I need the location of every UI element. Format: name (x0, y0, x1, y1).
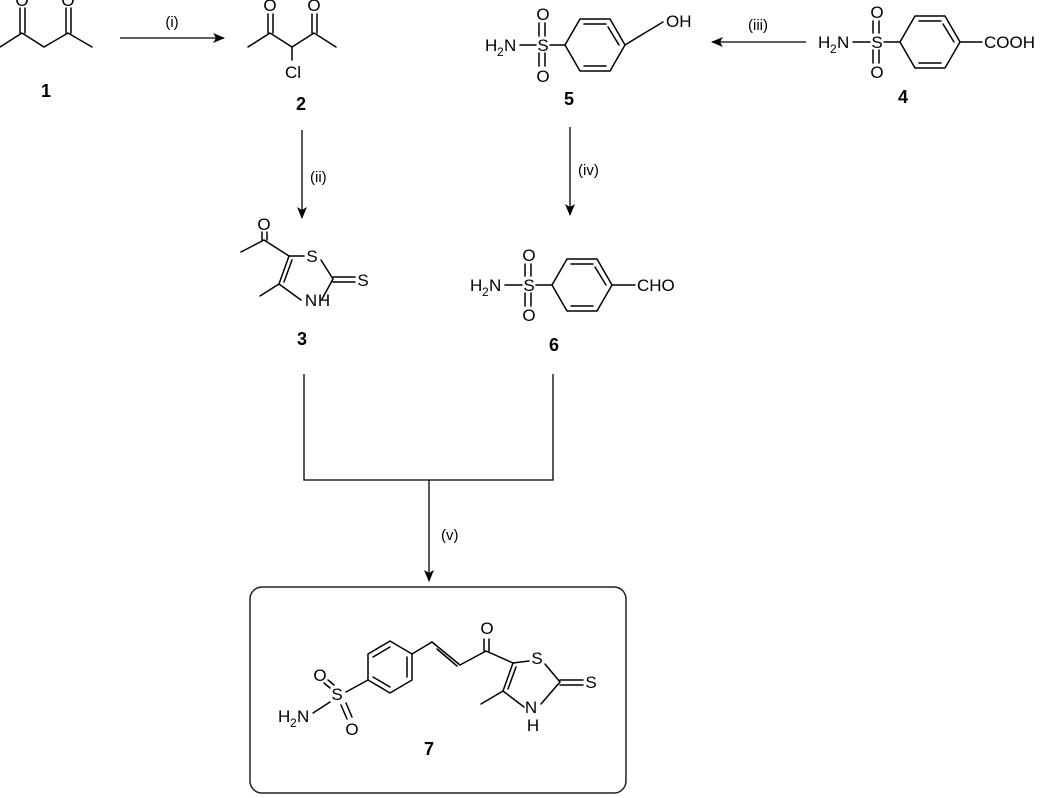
compound-3: O S S N H 3 (240, 215, 369, 349)
compound-5-oxygen-bottom: O (536, 67, 549, 86)
compound-7-amine-subscript: 2 (290, 716, 297, 730)
compound-5-amine-n: N (504, 36, 516, 55)
compound-2-structure (247, 13, 337, 61)
compound-1-structure (0, 7, 93, 48)
compound-4-structure (852, 15, 983, 69)
compound-7-oxygen-top: O (313, 666, 326, 685)
compound-6-structure (504, 258, 636, 312)
compound-5-label: 5 (564, 89, 574, 109)
compound-5-amine-subscript: 2 (497, 45, 504, 59)
compound-2-chlorine: Cl (285, 63, 301, 82)
compound-7-ring-nitrogen: N (525, 698, 537, 717)
compound-4-oxygen-bottom: O (870, 63, 883, 82)
compound-1-label: 1 (41, 81, 51, 101)
compound-7-label: 7 (424, 739, 434, 759)
compound-4-oxygen-top: O (870, 3, 883, 22)
compound-4-amine-h: H (818, 33, 830, 52)
compound-4-amine-n: N (837, 33, 849, 52)
compound-7-structure (312, 638, 584, 720)
compound-2-oxygen-right: O (307, 0, 320, 15)
compound-6-oxygen-top: O (522, 246, 535, 265)
condition-i: (i) (165, 14, 178, 31)
compound-3-carbonyl-oxygen: O (257, 215, 270, 234)
compound-6-label: 6 (549, 335, 559, 355)
compound-6: H 2 N S O O CHO 6 (470, 246, 675, 355)
compound-6-oxygen-bottom: O (522, 306, 535, 325)
compound-4: H 2 N S O O COOH 4 (818, 3, 1035, 107)
arrow-iv: (iv) (565, 127, 599, 216)
compound-4-sulfur: S (871, 33, 882, 52)
compound-6-amine-n: N (489, 276, 501, 295)
compound-6-aldehyde: CHO (637, 276, 675, 295)
compound-7-sulfur: S (331, 685, 342, 704)
compound-6-sulfur: S (523, 276, 534, 295)
compound-7-ring-sulfur: S (531, 649, 542, 668)
compound-5-oxygen-top: O (536, 5, 549, 24)
compound-7-amine-n: N (297, 707, 309, 726)
compound-3-ring-sulfur: S (306, 247, 317, 266)
compound-2-oxygen-left: O (263, 0, 276, 15)
compound-5-structure (519, 18, 664, 72)
compound-3-ring-nitrogen: N (305, 291, 317, 310)
compound-2: O O Cl 2 (247, 0, 337, 114)
compound-2-label: 2 (296, 94, 306, 114)
condition-iii: (iii) (748, 17, 768, 34)
compound-1-oxygen-right: O (61, 0, 74, 10)
arrow-iii: (iii) (711, 17, 806, 47)
compound-7-nh-hydrogen: H (527, 716, 539, 735)
compound-5: H 2 N S O O OH 5 (485, 5, 692, 109)
compound-3-structure (240, 231, 356, 301)
compound-4-carboxylic-acid: COOH (984, 33, 1035, 52)
compound-1: O O 1 (0, 0, 93, 101)
compound-5-amine-h: H (485, 36, 497, 55)
product-box (249, 586, 627, 794)
compound-7-oxygen-bottom: O (345, 720, 358, 739)
condition-v: (v) (441, 527, 459, 544)
compound-7-keto-oxygen: O (480, 619, 493, 638)
arrow-v-convergent: (v) (303, 374, 554, 582)
compound-3-thione-sulfur: S (357, 271, 368, 290)
arrow-ii: (ii) (297, 130, 327, 219)
condition-ii: (ii) (310, 169, 327, 186)
compound-7: H 2 N S O O O S S N H (278, 619, 597, 759)
compound-6-amine-subscript: 2 (482, 285, 489, 299)
arrow-i: (i) (120, 14, 225, 43)
compound-6-amine-h: H (470, 276, 482, 295)
compound-4-amine-subscript: 2 (830, 42, 837, 56)
compound-5-sulfur: S (537, 36, 548, 55)
compound-3-label: 3 (297, 329, 307, 349)
compound-7-amine-h: H (278, 707, 290, 726)
compound-5-hydroxyl: OH (666, 12, 692, 31)
compound-3-nh-hydrogen: H (318, 291, 330, 310)
compound-7-thione-sulfur: S (585, 673, 596, 692)
compound-4-label: 4 (898, 87, 908, 107)
condition-iv: (iv) (578, 162, 599, 179)
compound-1-oxygen-left: O (15, 0, 28, 10)
